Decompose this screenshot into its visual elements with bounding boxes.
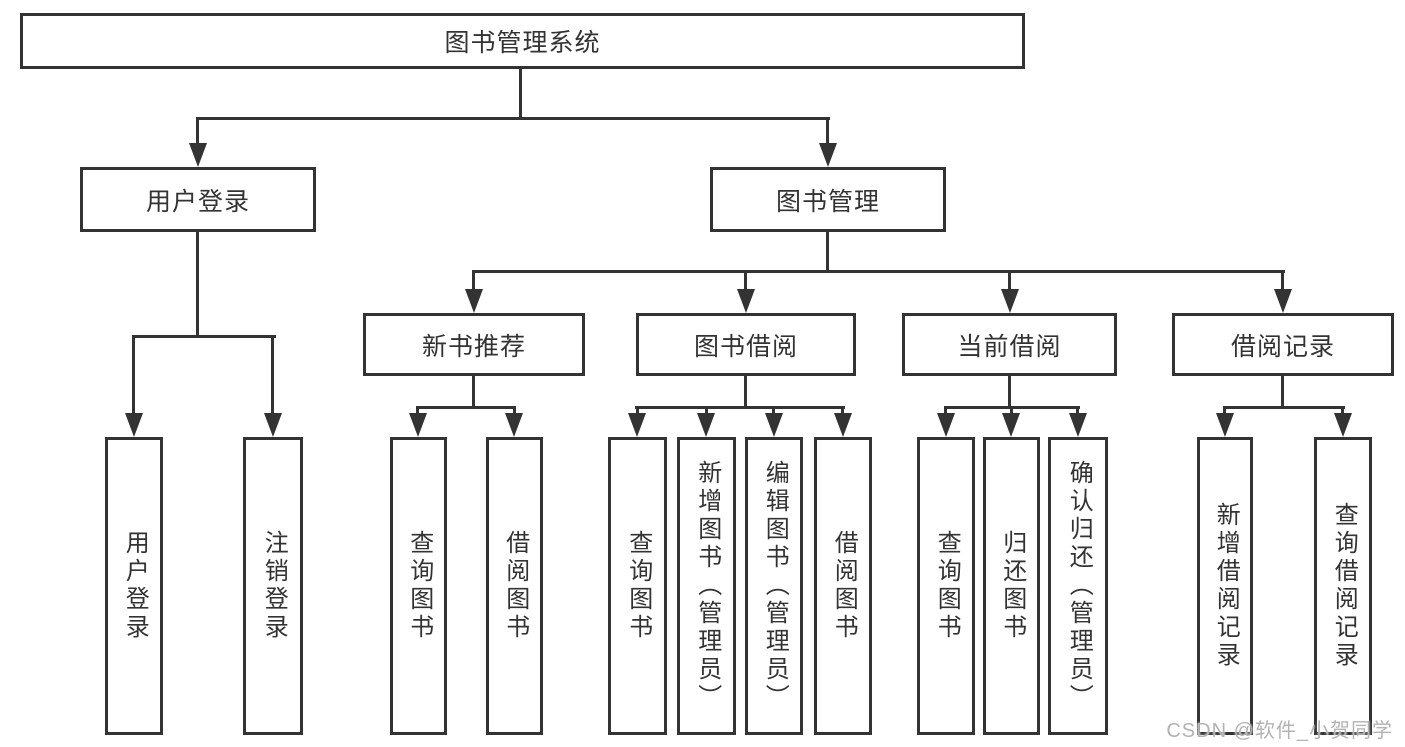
node-library-management-system: 图书管理系统 (20, 13, 1025, 69)
node-label: 借阅图书 (501, 530, 529, 642)
node-label: 用户登录 (145, 187, 250, 216)
leaf-query-books-recommend: 查询图书 (390, 437, 447, 735)
connector-group2-hline (635, 406, 845, 409)
leaf-borrow-books-borrowing: 借阅图书 (814, 437, 872, 735)
connector-arrow-shaft (1008, 270, 1011, 291)
connector-user-login-hline (132, 335, 276, 338)
connector-arrow-shaft (472, 270, 475, 291)
connector-arrow-shaft (1223, 406, 1226, 415)
arrowhead-down (189, 143, 207, 167)
arrowhead-down (765, 413, 783, 437)
node-label: 查询借阅记录 (1330, 502, 1358, 670)
arrowhead-down (505, 413, 523, 437)
node-label: 查询图书 (933, 530, 961, 642)
node-label: 新书推荐 (421, 332, 526, 361)
arrowhead-down (737, 289, 755, 313)
connector-group3-stub (1008, 376, 1011, 408)
node-label: 图书管理系统 (444, 29, 601, 57)
connector-arrow-shaft (636, 406, 639, 415)
arrowhead-down (834, 413, 852, 437)
arrowhead-down (697, 413, 715, 437)
node-label: 注销登录 (260, 530, 288, 642)
arrowhead-down (1334, 413, 1352, 437)
arrowhead-down (628, 413, 646, 437)
arrowhead-down (1216, 413, 1234, 437)
arrowhead-down (409, 413, 427, 437)
node-label: 图书管理 (775, 187, 880, 216)
leaf-user-login: 用户登录 (105, 437, 163, 735)
node-label: 借阅图书 (830, 530, 858, 642)
arrowhead-down (819, 143, 837, 167)
connector-arrow-shaft (826, 117, 829, 145)
node-book-borrowing: 图书借阅 (636, 313, 856, 376)
connector-arrow-shaft (416, 406, 419, 415)
arrowhead-down (1274, 289, 1292, 313)
arrowhead-down (1001, 289, 1019, 313)
node-borrowing-records: 借阅记录 (1172, 313, 1394, 376)
leaf-confirm-return-admin: 确认归还（管理员） (1048, 437, 1108, 735)
connector-arrow-shaft (705, 406, 708, 415)
node-label: 新增借阅记录 (1212, 502, 1240, 670)
arrowhead-down (465, 289, 483, 313)
leaf-query-borrow-record: 查询借阅记录 (1314, 437, 1372, 735)
connector-book-mgmt-stub (826, 232, 829, 272)
connector-group1-hline (416, 406, 516, 409)
node-label: 归还图书 (998, 530, 1026, 642)
node-label: 查询图书 (624, 530, 652, 642)
watermark: CSDN @软件_小贺同学 (1166, 720, 1393, 742)
connector-arrow-shaft (271, 335, 274, 415)
node-label: 用户登录 (121, 530, 149, 642)
node-label: 确认归还（管理员） (1065, 460, 1093, 712)
arrowhead-down (1002, 413, 1020, 437)
connector-arrow-shaft (513, 406, 516, 415)
node-user-login: 用户登录 (80, 167, 316, 232)
connector-book-mgmt-hline (472, 270, 1285, 273)
node-label: 借阅记录 (1230, 332, 1335, 361)
connector-arrow-shaft (132, 335, 135, 415)
connector-arrow-shaft (772, 406, 775, 415)
leaf-logout: 注销登录 (243, 437, 303, 735)
connector-arrow-shaft (841, 406, 844, 415)
node-label: 编辑图书（管理员） (761, 460, 789, 712)
arrowhead-down (937, 413, 955, 437)
node-label: 查询图书 (405, 530, 433, 642)
leaf-return-books: 归还图书 (983, 437, 1040, 735)
arrowhead-down (1069, 413, 1087, 437)
connector-group1-stub (472, 376, 475, 408)
leaf-edit-book-admin: 编辑图书（管理员） (745, 437, 803, 735)
arrowhead-down (125, 413, 143, 437)
node-label: 当前借阅 (957, 332, 1062, 361)
node-label: 新增图书（管理员） (693, 460, 721, 712)
connector-arrow-shaft (1010, 406, 1013, 415)
connector-group4-stub (1281, 376, 1284, 408)
connector-group2-stub (744, 376, 747, 408)
connector-group4-hline (1223, 406, 1345, 409)
connector-root-hline (197, 117, 830, 120)
leaf-borrow-books-recommend: 借阅图书 (486, 437, 543, 735)
node-label: 图书借阅 (693, 332, 798, 361)
leaf-query-books-current: 查询图书 (917, 437, 975, 735)
leaf-add-book-admin: 新增图书（管理员） (677, 437, 736, 735)
connector-arrow-shaft (944, 406, 947, 415)
connector-arrow-shaft (1281, 270, 1284, 291)
connector-arrow-shaft (744, 270, 747, 291)
arrowhead-down (264, 413, 282, 437)
connector-arrow-shaft (196, 117, 199, 145)
connector-root-stub (519, 68, 522, 120)
connector-arrow-shaft (1341, 406, 1344, 415)
node-current-borrowing: 当前借阅 (902, 313, 1117, 376)
leaf-add-borrow-record: 新增借阅记录 (1197, 437, 1253, 735)
node-book-management: 图书管理 (710, 167, 946, 232)
leaf-query-books-borrowing: 查询图书 (608, 437, 667, 735)
connector-arrow-shaft (1076, 406, 1079, 415)
node-new-book-recommend: 新书推荐 (363, 313, 585, 376)
connector-user-login-stub (196, 232, 199, 338)
